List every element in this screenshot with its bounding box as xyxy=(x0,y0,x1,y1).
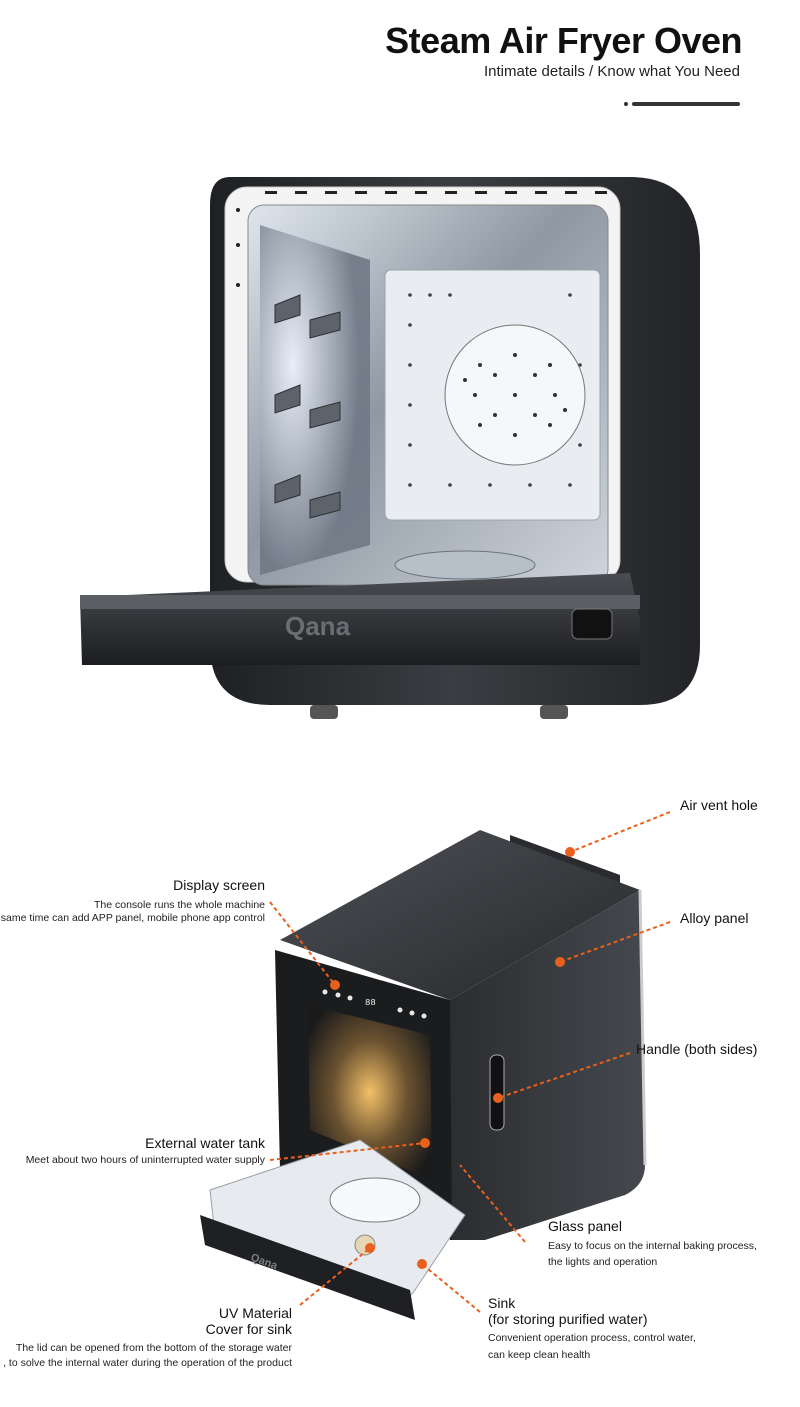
sink-desc-2: can keep clean health xyxy=(488,1349,591,1361)
glass-panel-desc-2: the lights and operation xyxy=(548,1256,658,1268)
sink-sublabel: (for storing purified water) xyxy=(488,1311,648,1327)
sink-label: Sink xyxy=(488,1295,516,1311)
sink-desc-1: Convenient operation process, control wa… xyxy=(488,1332,696,1344)
brand-logo: Qana xyxy=(285,611,351,641)
display-screen-desc-2: At the same time can add APP panel, mobi… xyxy=(0,912,265,924)
divider-dot xyxy=(624,102,628,106)
display-digits: 88 xyxy=(365,998,376,1008)
alloy-panel-label: Alloy panel xyxy=(680,910,749,926)
page-subtitle: Intimate details / Know what You Need xyxy=(484,63,740,80)
uv-cover-desc-1: The lid can be opened from the bottom of… xyxy=(15,1342,292,1354)
display-screen-desc-1: The console runs the whole machine xyxy=(93,899,265,911)
handle-label: Handle (both sides) xyxy=(636,1041,758,1057)
page-title: Steam Air Fryer Oven xyxy=(385,20,742,61)
glass-panel-label: Glass panel xyxy=(548,1218,622,1234)
oven-open-photo: Qana xyxy=(70,165,720,745)
divider-line xyxy=(632,102,740,106)
uv-cover-label-1: UV Material xyxy=(218,1305,292,1321)
glass-panel-desc-1: Easy to focus on the internal baking pro… xyxy=(548,1240,757,1252)
air-vent-label: Air vent hole xyxy=(680,797,758,813)
oven-closed-photo: 88 Qana xyxy=(190,820,660,1360)
display-screen-label: Display screen xyxy=(173,877,265,893)
uv-cover-desc-2: , to solve the internal water during the… xyxy=(3,1357,292,1369)
water-tank-desc: Meet about two hours of uninterrupted wa… xyxy=(25,1154,265,1166)
uv-cover-label-2: Cover for sink xyxy=(205,1321,292,1337)
water-tank-label: External water tank xyxy=(145,1135,265,1151)
